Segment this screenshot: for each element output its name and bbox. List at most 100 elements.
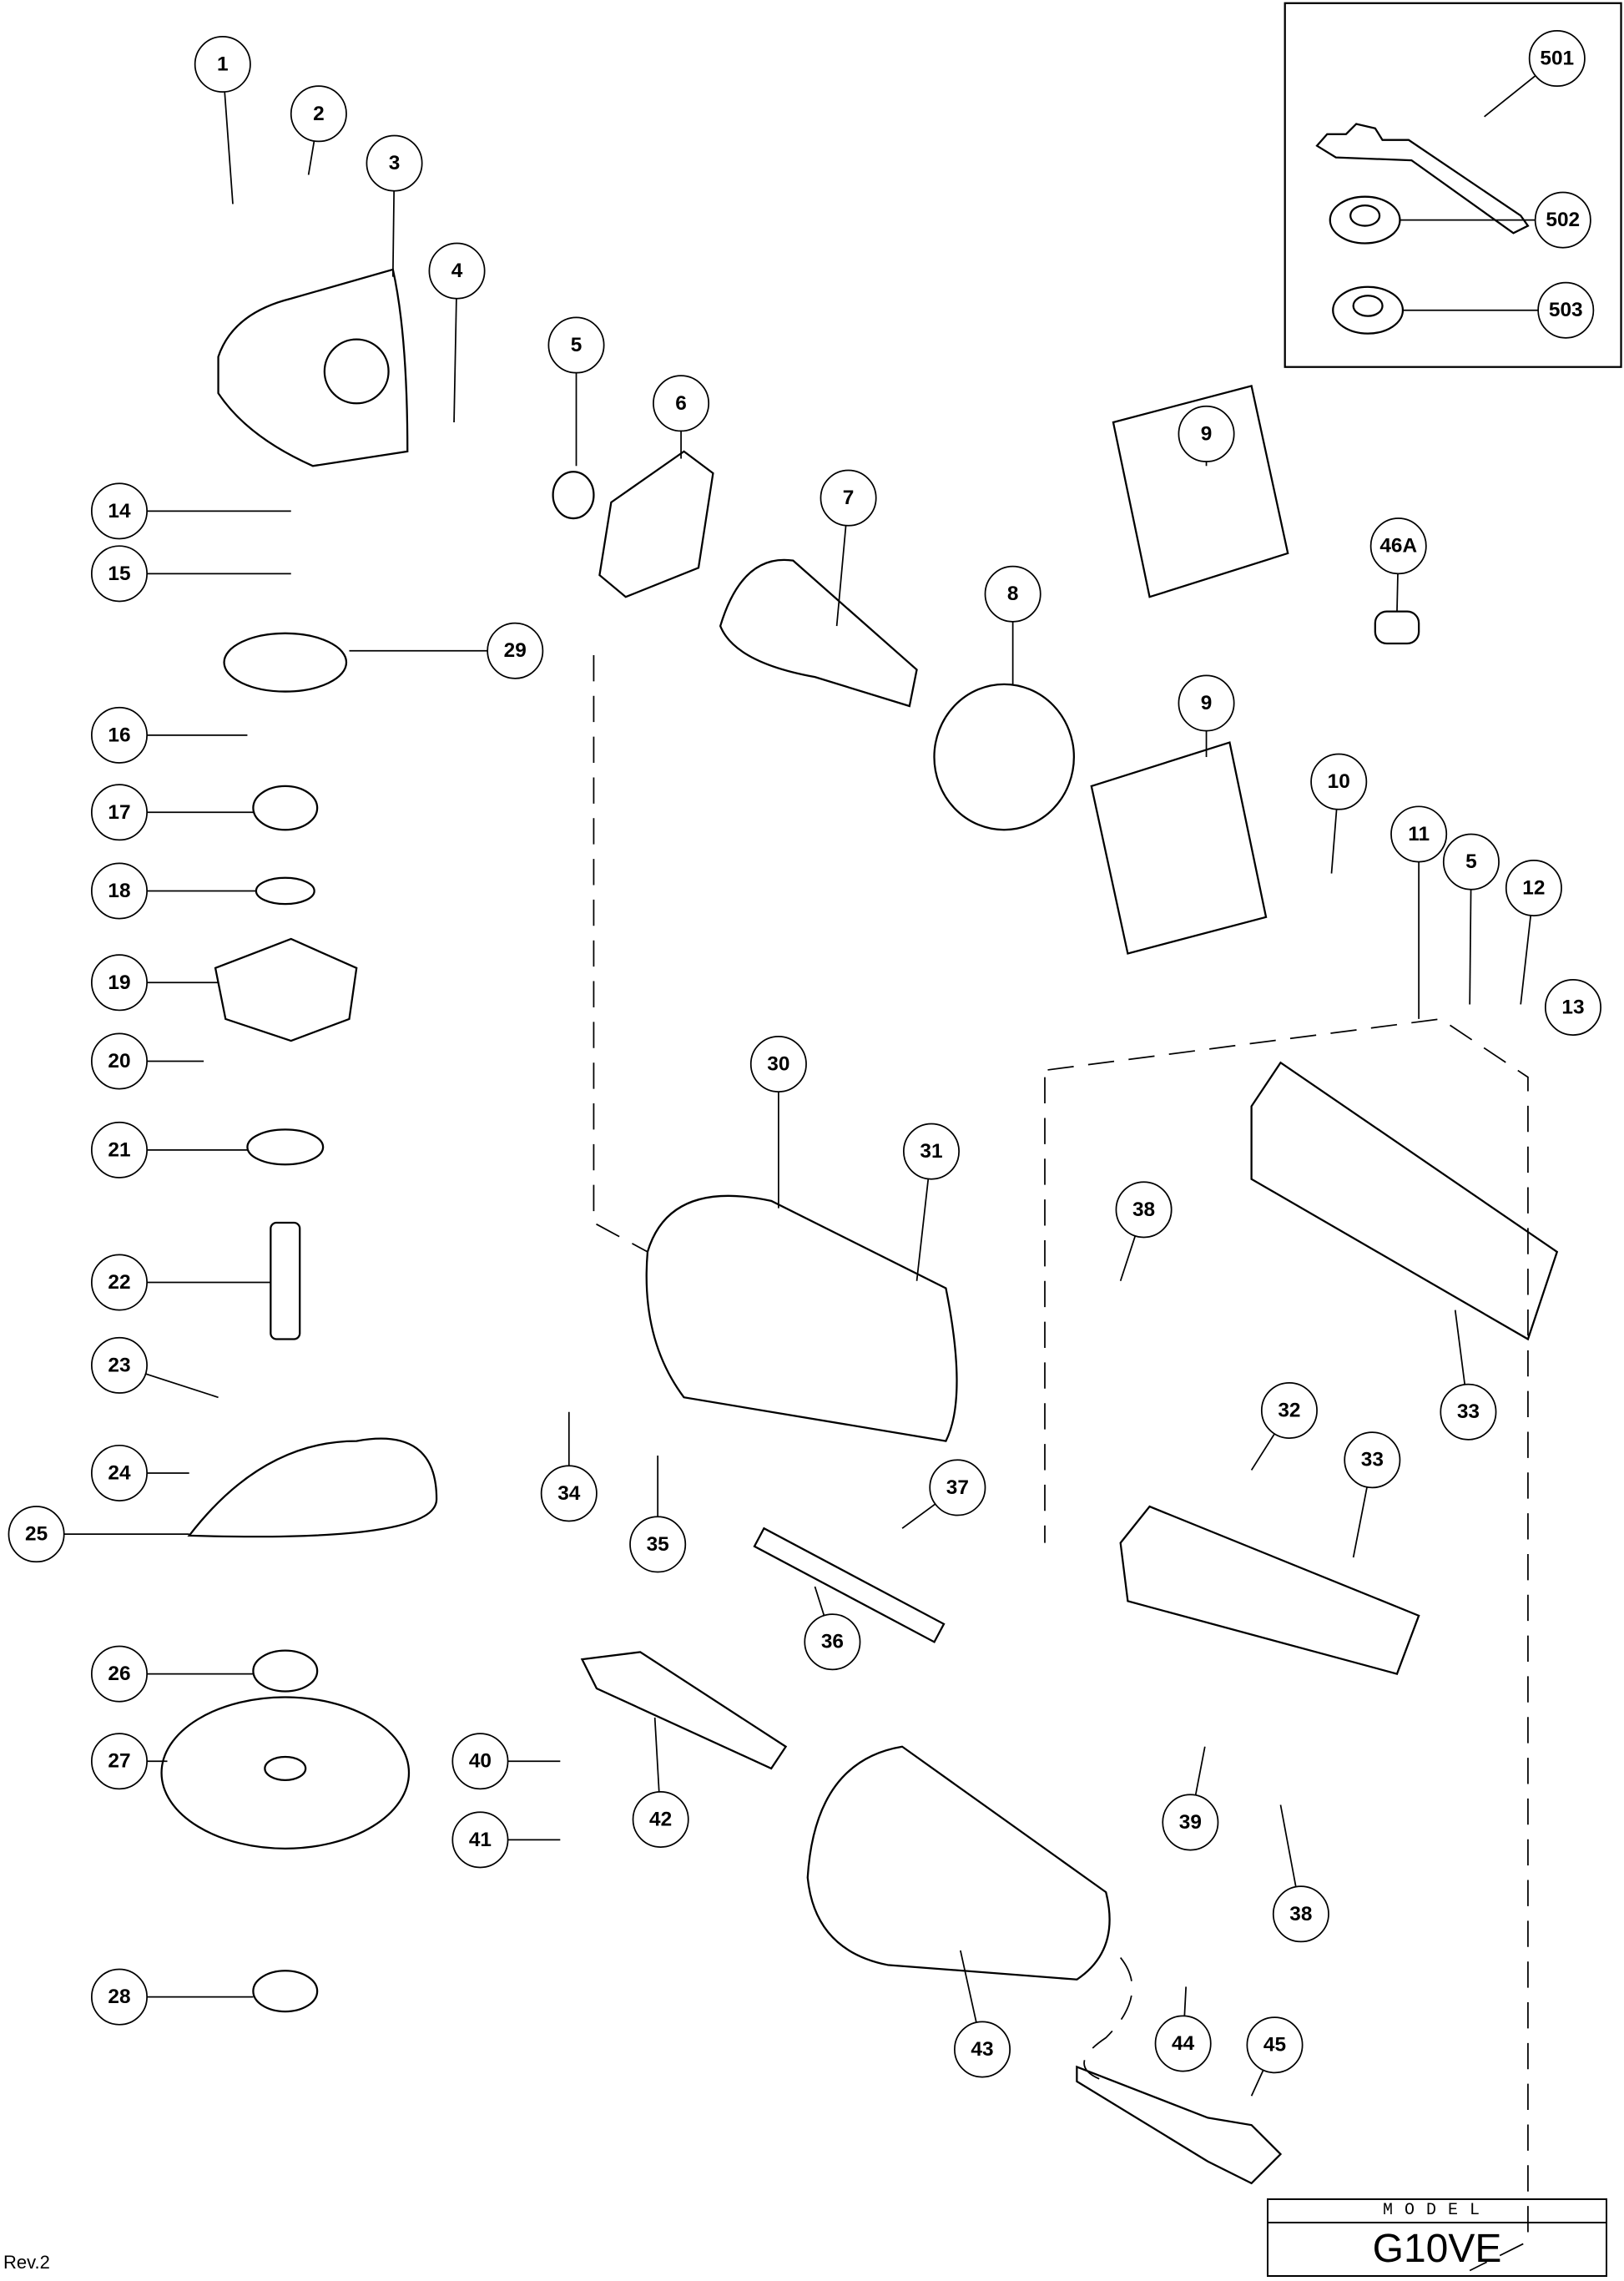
callout-circle (290, 85, 347, 143)
callout-number: 40 (469, 1750, 492, 1773)
callout-10: 10 (1310, 753, 1368, 874)
leader-line (835, 525, 847, 627)
callout-number: 20 (108, 1050, 130, 1072)
callout-17: 17 (90, 784, 255, 841)
callout-circle (90, 706, 148, 764)
callout-number: 4 (451, 260, 463, 282)
callout-37: 37 (901, 1459, 986, 1529)
callout-circle (366, 134, 423, 192)
callout-number: 15 (108, 563, 130, 585)
stator-9a (1112, 384, 1289, 598)
callout-number: 44 (1172, 2032, 1195, 2055)
callout-circle (90, 1121, 148, 1178)
callout-number: 5 (1465, 850, 1477, 873)
callout-circle (90, 1032, 148, 1090)
housing-30 (645, 1194, 958, 1442)
callout-28: 28 (90, 1968, 254, 2026)
leader-line (1520, 915, 1532, 1005)
model-label: MODEL (1268, 2200, 1606, 2223)
callout-5: 5 (1442, 833, 1500, 1005)
callout-25: 25 (8, 1506, 189, 1563)
callout-number: 9 (1201, 422, 1213, 445)
revision-label: Rev.2 (3, 2252, 50, 2273)
callout-circle (1178, 405, 1235, 462)
cord-path (1083, 1957, 1133, 2082)
callout-5: 5 (547, 316, 605, 467)
callout-46A: 46A (1369, 517, 1427, 612)
callout-number: 8 (1007, 583, 1019, 605)
leader-line (391, 190, 395, 277)
callout-circle (1505, 859, 1562, 916)
callout-number: 5 (571, 334, 583, 356)
callout-14: 14 (90, 482, 291, 540)
callout-circle (1310, 753, 1368, 810)
baffle-6 (598, 450, 714, 598)
callout-number: 23 (108, 1354, 130, 1376)
leader-line (307, 140, 315, 175)
callout-35: 35 (629, 1456, 687, 1573)
callout-number: 24 (108, 1461, 131, 1484)
leader-line (901, 1503, 936, 1529)
callout-circle (1115, 1181, 1173, 1239)
model-title-block: MODEL G10VE (1267, 2198, 1607, 2277)
callout-circle (632, 1790, 689, 1848)
callout-circle (547, 316, 605, 374)
seal-21 (246, 1128, 325, 1166)
callout-number: 10 (1328, 770, 1350, 793)
callout-circle (90, 784, 148, 841)
callout-circle (1534, 191, 1591, 249)
wrench-501 (1315, 123, 1530, 235)
callout-27: 27 (90, 1733, 168, 1790)
switch-33-top (1250, 1061, 1559, 1341)
callout-number: 502 (1546, 209, 1580, 231)
callout-circle (804, 1613, 861, 1671)
callout-circle (902, 1123, 960, 1180)
callout-number: 13 (1561, 996, 1584, 1018)
callout-39: 39 (1162, 1746, 1219, 1851)
callout-circle (451, 1811, 509, 1869)
callout-number: 32 (1278, 1399, 1300, 1421)
callout-number: 39 (1179, 1811, 1202, 1834)
callout-3: 3 (366, 134, 423, 277)
leader-line (453, 298, 457, 422)
callout-number: 30 (767, 1052, 789, 1075)
stator-9b (1090, 741, 1268, 955)
leader-line (960, 1950, 977, 2023)
callout-number: 25 (25, 1523, 48, 1546)
callout-2: 2 (290, 85, 347, 175)
fan-guide-8 (933, 683, 1076, 831)
callout-22: 22 (90, 1254, 271, 1311)
callout-circle (1344, 1431, 1401, 1489)
callout-circle (90, 1968, 148, 2026)
flange-502-hole (1349, 204, 1381, 227)
bearing-box-19 (214, 937, 358, 1042)
callout-circle (1178, 674, 1235, 732)
callout-circle (90, 545, 148, 603)
callout-38: 38 (1115, 1181, 1173, 1282)
leader-line (224, 91, 234, 204)
callout-29: 29 (349, 622, 544, 679)
callout-number: 501 (1540, 48, 1574, 70)
bearing-17 (252, 785, 319, 831)
callout-number: 31 (920, 1140, 942, 1163)
callout-circle (1272, 1885, 1329, 1943)
callout-circle (90, 1645, 148, 1703)
callout-number: 41 (469, 1829, 492, 1851)
callout-circle (451, 1733, 509, 1790)
callout-4: 4 (428, 242, 486, 422)
callout-number: 21 (108, 1138, 130, 1161)
callout-26: 26 (90, 1645, 254, 1703)
callout-11: 11 (1390, 805, 1448, 1019)
callout-30: 30 (749, 1035, 807, 1209)
gear-29 (223, 632, 348, 693)
callout-7: 7 (820, 469, 877, 627)
handle-cover-43 (806, 1745, 1111, 1981)
plug-45 (1076, 2065, 1283, 2185)
callout-6: 6 (653, 375, 710, 459)
callout-circle (749, 1035, 807, 1093)
callout-circle (653, 375, 710, 432)
callout-circle (1544, 978, 1601, 1036)
callout-number: 42 (649, 1808, 672, 1830)
callout-501: 501 (1484, 30, 1586, 118)
callout-circle (90, 1254, 148, 1311)
